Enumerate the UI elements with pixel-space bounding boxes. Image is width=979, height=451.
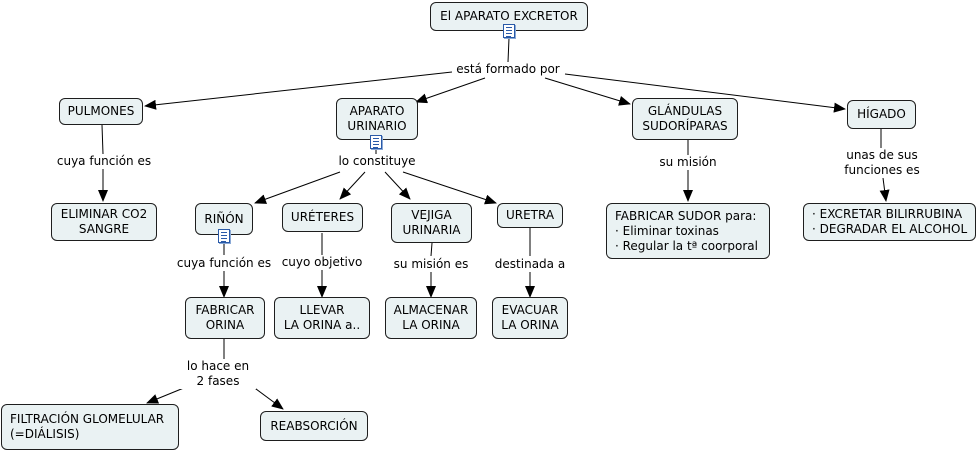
node-aparato-urinario[interactable]: APARATO URINARIO xyxy=(336,98,418,140)
label-lo-constituye: lo constituye xyxy=(334,154,420,169)
document-icon[interactable] xyxy=(503,24,515,38)
label-cuyo-objetivo: cuyo objetivo xyxy=(277,255,367,270)
node-eliminar-co2[interactable]: ELIMINAR CO2 SANGRE xyxy=(51,203,157,241)
node-higado[interactable]: HÍGADO xyxy=(847,100,916,129)
node-evacuar-orina[interactable]: EVACUAR LA ORINA xyxy=(492,297,568,339)
label-unas-de-sus-funciones: unas de sus funciones es xyxy=(836,148,928,178)
node-excretar-bilirrubina[interactable]: · EXCRETAR BILIRRUBINA · DEGRADAR EL ALC… xyxy=(803,203,976,241)
node-glandulas-sudoriparas[interactable]: GLÁNDULAS SUDORÍPARAS xyxy=(632,98,738,140)
label-esta-formado-por: está formado por xyxy=(452,62,564,77)
document-icon[interactable] xyxy=(370,135,382,149)
label-cuya-funcion-pulmones: cuya función es xyxy=(52,154,156,169)
document-icon[interactable] xyxy=(218,229,230,243)
node-ureteres[interactable]: URÉTERES xyxy=(282,203,363,232)
node-pulmones[interactable]: PULMONES xyxy=(59,98,143,125)
label-cuya-funcion-rinon: cuya función es xyxy=(172,256,276,271)
node-fabricar-orina[interactable]: FABRICAR ORINA xyxy=(185,297,265,339)
node-llevar-orina[interactable]: LLEVAR LA ORINA a.. xyxy=(274,297,370,339)
label-lo-hace-en-2-fases: lo hace en 2 fases xyxy=(180,359,256,389)
node-fabricar-sudor[interactable]: FABRICAR SUDOR para: · Eliminar toxinas … xyxy=(606,203,770,259)
node-almacenar-orina[interactable]: ALMACENAR LA ORINA xyxy=(385,297,477,339)
node-filtracion-glomelular[interactable]: FILTRACIÓN GLOMELULAR (=DIÁLISIS) xyxy=(1,404,179,450)
label-su-mision-glandulas: su misión xyxy=(654,155,722,170)
node-vejiga-urinaria[interactable]: VEJIGA URINARIA xyxy=(391,203,472,243)
node-reabsorcion[interactable]: REABSORCIÓN xyxy=(260,411,368,441)
label-su-mision-es: su misión es xyxy=(388,257,474,272)
label-destinada-a: destinada a xyxy=(490,257,570,272)
node-uretra[interactable]: URETRA xyxy=(497,203,563,228)
